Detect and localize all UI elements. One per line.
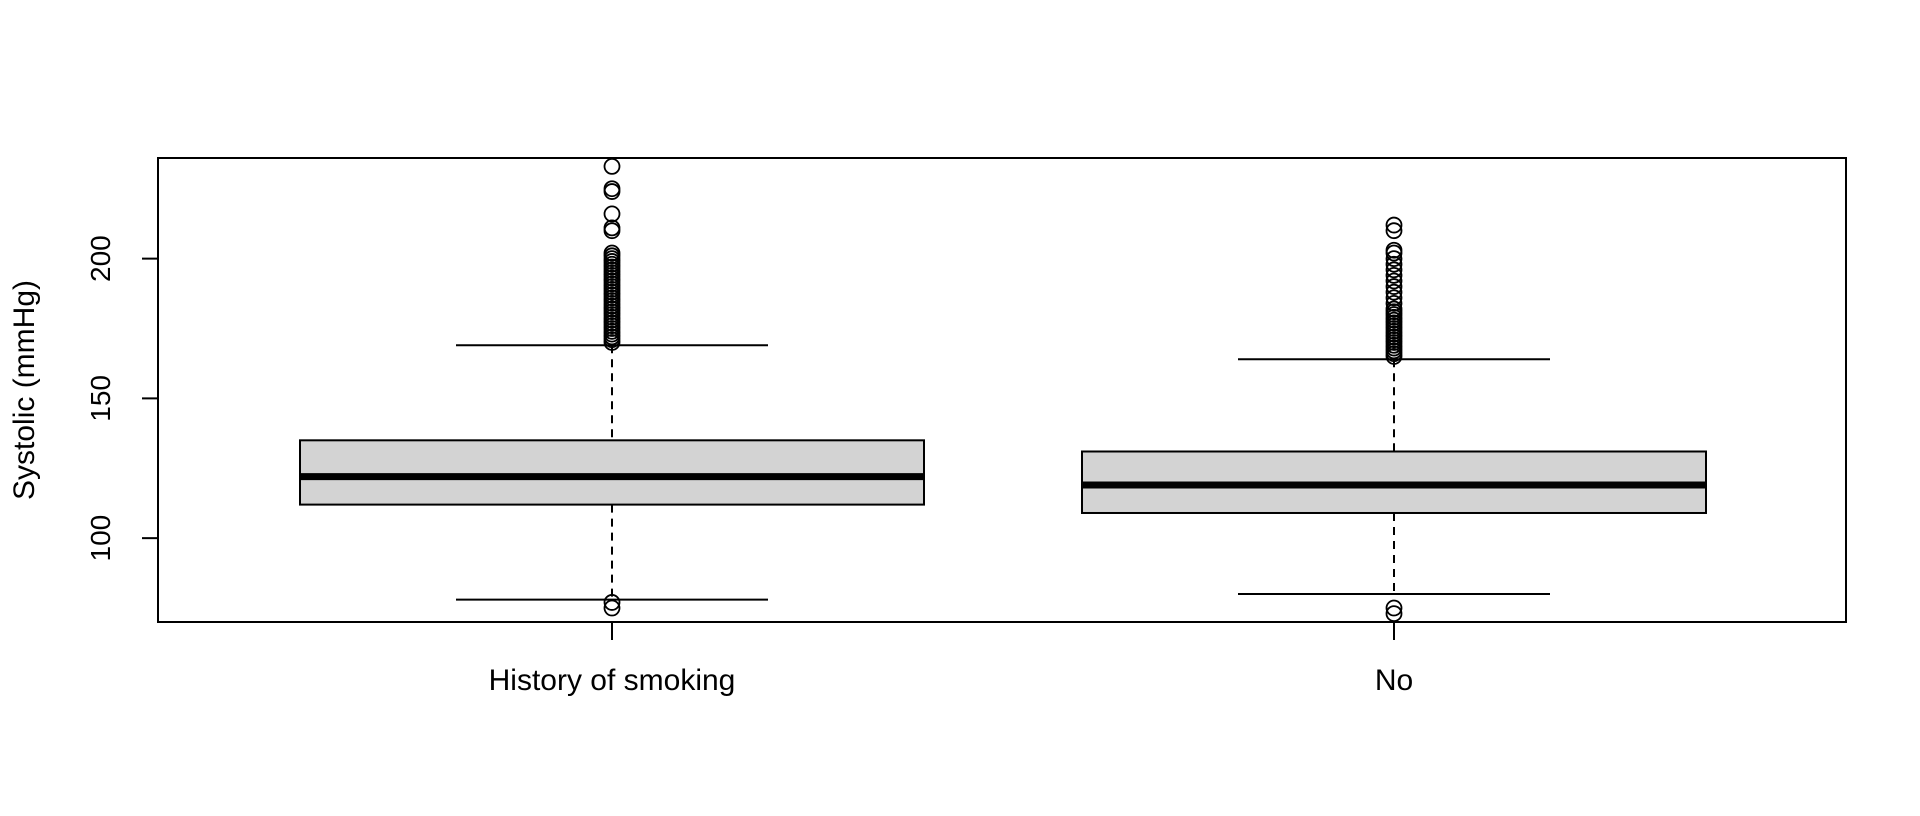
x-tick-label: No: [1375, 664, 1413, 697]
outlier-point: [1385, 300, 1403, 318]
outlier-point: [1385, 216, 1403, 234]
outlier-point: [1385, 283, 1403, 301]
outlier-point: [603, 244, 621, 262]
outlier-point: [603, 180, 621, 198]
outlier-point: [603, 205, 621, 223]
y-tick-label: 100: [85, 515, 116, 562]
iqr-box: [299, 439, 925, 506]
x-axis: History of smoking No: [489, 622, 1413, 697]
outlier-point: [603, 219, 621, 237]
outlier-point: [1385, 266, 1403, 284]
y-axis-label: Systolic (mmHg): [8, 280, 41, 500]
outlier-point: [603, 594, 621, 611]
y-tick-label: 150: [85, 375, 116, 422]
y-axis: 100 150 200: [85, 235, 159, 562]
outlier-point: [603, 599, 621, 617]
outlier-point: [1385, 289, 1403, 307]
outlier-point: [1385, 272, 1403, 290]
y-tick-label: 200: [85, 235, 116, 282]
outlier-point: [1385, 278, 1403, 295]
outlier-point: [1385, 599, 1403, 617]
outlier-point: [1385, 255, 1403, 273]
outlier-point: [1385, 605, 1403, 623]
outlier-point: [1385, 261, 1403, 279]
outlier-point: [1385, 250, 1403, 268]
boxes-layer: [299, 157, 1707, 623]
outlier-point: [1385, 294, 1403, 312]
outlier-point: [1385, 222, 1403, 240]
outlier-point: [1385, 241, 1403, 259]
outlier-point: [603, 157, 621, 175]
x-tick-label: History of smoking: [489, 664, 736, 697]
box-group-1: [299, 157, 925, 617]
plot-frame: [157, 157, 1847, 623]
box-group-2: [1081, 216, 1707, 623]
